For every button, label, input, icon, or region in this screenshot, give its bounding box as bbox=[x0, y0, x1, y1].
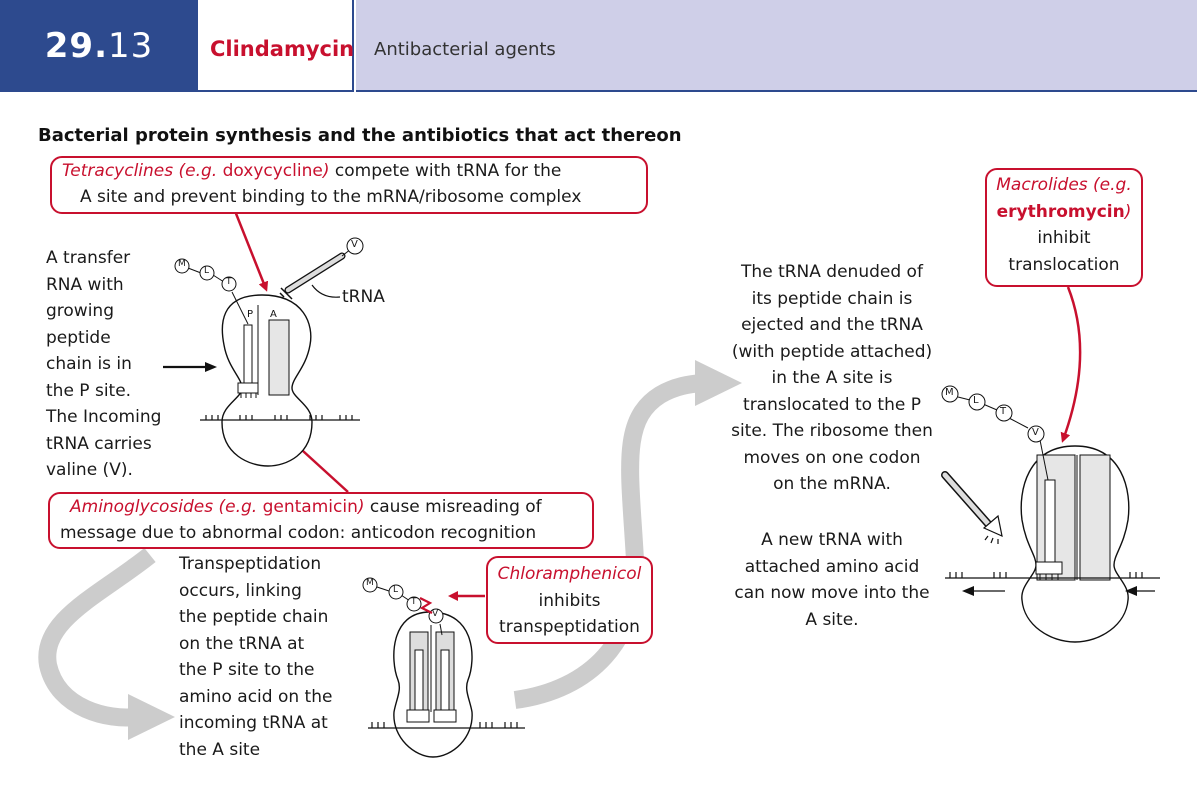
ribosome-1 bbox=[174, 237, 364, 467]
aa-label-l-3: L bbox=[973, 395, 979, 406]
amino-acid-l-3 bbox=[968, 393, 986, 411]
aa-label-v-2: V bbox=[432, 609, 439, 619]
amino-acid-v-3 bbox=[1027, 425, 1045, 443]
aa-label-m-3: M bbox=[945, 387, 954, 398]
amino-acid-m-2 bbox=[362, 577, 378, 593]
amino-acid-t-2 bbox=[406, 596, 422, 612]
aa-label-t-1: T bbox=[226, 277, 232, 287]
tetracycline-callout bbox=[50, 156, 648, 214]
macrolide-callout bbox=[985, 168, 1143, 287]
flow-arrow-2-head bbox=[695, 360, 742, 406]
tetracycline-line-1: Tetracyclines (e.g. doxycycline) compete… bbox=[62, 161, 562, 181]
page-title: Clindamycin bbox=[198, 0, 354, 92]
flow-arrow-2 bbox=[513, 374, 703, 709]
aa-label-m-1: M bbox=[178, 259, 186, 269]
peptide-bond-zigzag bbox=[419, 597, 433, 614]
flow-arrow-1-head bbox=[128, 694, 175, 740]
amino-acid-v-incoming bbox=[346, 237, 364, 255]
macrolide-arrow bbox=[1060, 286, 1082, 443]
aa-label-m-2: M bbox=[366, 578, 374, 588]
aa-label-v-3: V bbox=[1032, 427, 1039, 438]
aa-label-l-2: L bbox=[393, 585, 399, 595]
aminoglycoside-line-2: message due to abnormal codon: anticodon… bbox=[60, 523, 537, 543]
chloramphenicol-text: Chloramphenicol inhibits transpeptidatio… bbox=[497, 564, 642, 637]
amino-acid-l bbox=[199, 265, 215, 281]
ribosome-2 bbox=[362, 577, 525, 758]
trna-label: tRNA bbox=[342, 287, 385, 307]
tetracycline-line-2: A site and prevent binding to the mRNA/r… bbox=[80, 187, 582, 207]
macrolide-text: Macrolides (e.g. erythromycin) inhibit t… bbox=[996, 175, 1132, 275]
flow-arrow-1 bbox=[38, 547, 156, 727]
aa-label-v-1: V bbox=[351, 239, 358, 250]
amino-acid-v-2 bbox=[428, 608, 444, 624]
page-subtitle: Antibacterial agents bbox=[356, 0, 1197, 92]
aa-label-t-2: T bbox=[411, 597, 417, 607]
ribosome-3 bbox=[941, 385, 1160, 643]
amino-acid-t-3 bbox=[995, 404, 1013, 422]
chapter-number: 29.13 bbox=[0, 0, 198, 92]
aminoglycoside-callout bbox=[48, 492, 594, 549]
amino-acid-l-2 bbox=[388, 584, 404, 600]
aa-label-l-1: L bbox=[204, 266, 210, 276]
a-site-label: A bbox=[270, 309, 277, 320]
tetracycline-arrow bbox=[233, 210, 269, 292]
amino-acid-m bbox=[174, 258, 190, 274]
chloramphenicol-callout bbox=[486, 556, 653, 644]
section-title: Bacterial protein synthesis and the anti… bbox=[38, 125, 682, 146]
aa-label-t-3: T bbox=[1000, 406, 1007, 417]
amino-acid-m-3 bbox=[941, 385, 959, 403]
amino-acid-t bbox=[221, 276, 237, 292]
p-site-label: P bbox=[247, 309, 254, 320]
aminoglycoside-line-1: Aminoglycosides (e.g. gentamicin) cause … bbox=[70, 497, 542, 517]
